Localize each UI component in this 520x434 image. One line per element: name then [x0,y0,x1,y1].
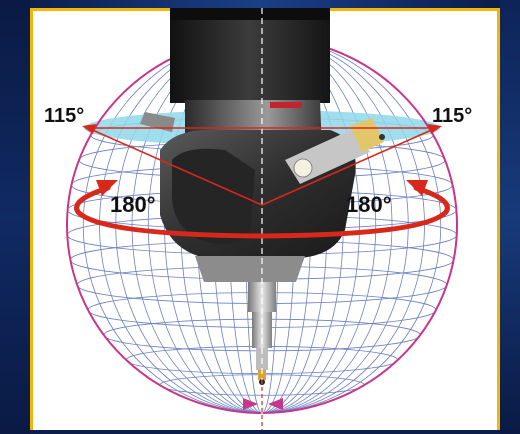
probe-column [170,8,330,103]
rotate-right-label: 180° [346,192,392,217]
sensor-arm [285,118,385,184]
rotation-arrow [74,180,450,239]
probe-head [140,8,385,385]
rotation-arrowhead-right [406,180,428,196]
mesh-longitude [82,37,442,413]
background-top-strip [0,0,520,8]
mesh-longitude [147,37,377,413]
background-left-strip [0,0,30,434]
tilt-right-arrowhead [428,124,442,134]
tilt-left-label: 115° [44,105,84,127]
stylus-holder [248,282,276,312]
tilt-left-arrowhead [82,124,96,134]
pinch-arrow-right [268,398,283,410]
tilt-lines [87,127,437,206]
background-right-strip [500,0,520,434]
rotation-arrowhead-left [96,180,118,196]
pinch-arrow-left [243,398,258,410]
tilt-right-label: 115° [432,105,472,127]
mesh-longitude [131,37,393,413]
probe-lower-housing [195,256,305,282]
rotate-left-label: 180° [110,192,156,217]
